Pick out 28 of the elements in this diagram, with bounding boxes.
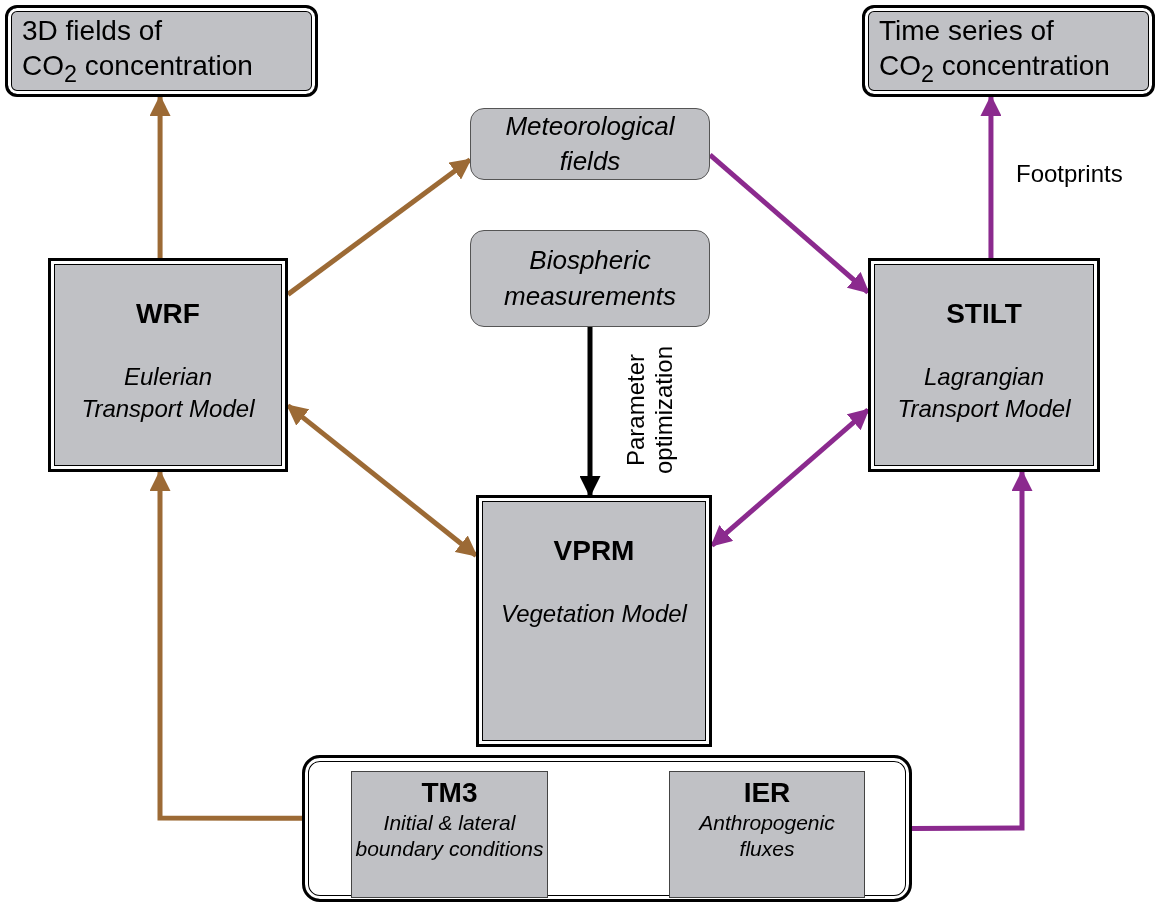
arrow	[710, 408, 870, 548]
model-name: TM3	[421, 776, 478, 810]
box-text: 3D fields of CO$_{2}$ concentration	[22, 14, 254, 89]
model-name: IER	[743, 776, 791, 810]
input-box	[669, 771, 865, 898]
arrow	[286, 157, 472, 297]
output-box	[862, 5, 1155, 97]
box-text: Lagrangian Transport Model	[896, 361, 1072, 425]
model-box	[48, 258, 288, 472]
arrow	[708, 152, 870, 295]
box-text: Time series of CO$_{2}$ concentration	[879, 14, 1111, 89]
arrow	[286, 403, 478, 558]
model-box	[868, 258, 1100, 472]
data-box	[470, 108, 710, 180]
model-name: VPRM	[553, 534, 635, 568]
box-text: Eulerian Transport Model	[80, 361, 256, 425]
box-text: Vegetation Model	[501, 598, 687, 629]
model-box	[476, 495, 712, 747]
box-text: Biospheric measurements	[503, 244, 677, 313]
box-text: Initial & lateral boundary conditions	[354, 810, 545, 862]
group-box	[302, 755, 912, 902]
box-text: Anthropogenic fluxes	[697, 810, 836, 862]
data-box	[470, 230, 710, 327]
output-box	[5, 5, 318, 97]
box-text: Meteorological fields	[504, 109, 676, 178]
input-box	[351, 771, 548, 898]
model-name: WRF	[136, 297, 200, 331]
model-name: STILT	[946, 297, 1022, 331]
